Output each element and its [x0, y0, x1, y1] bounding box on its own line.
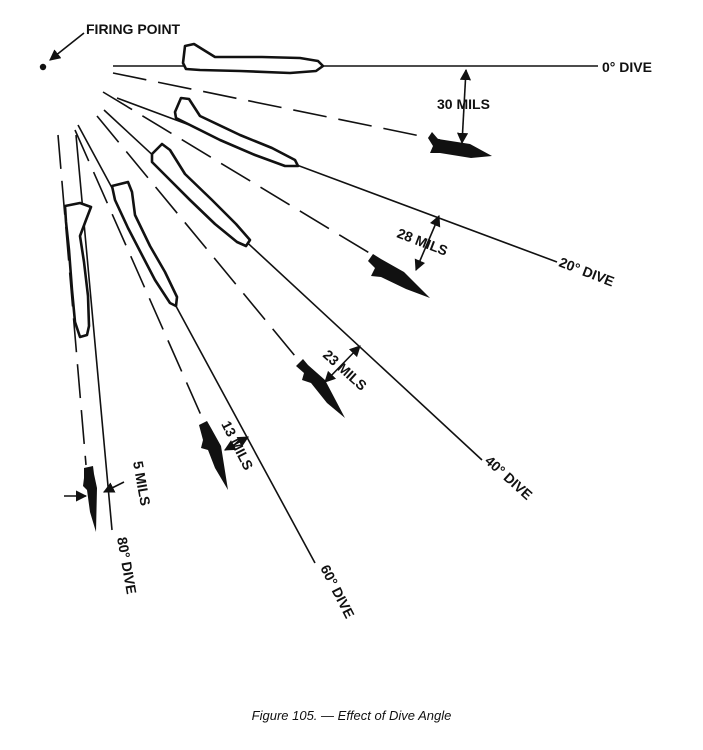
dive-40-group: 23 MILS 40° DIVE [96, 109, 536, 503]
dive-80-mils-arrow-right [102, 481, 125, 493]
dive-60-mils-arrow [224, 436, 249, 451]
dive-80-label: 80° DIVE [114, 536, 140, 596]
firing-point-marker [39, 63, 47, 71]
dive-80-line [75, 134, 113, 531]
dive-0-label: 0° DIVE [602, 59, 652, 75]
dive-0-group: 30 MILS 0° DIVE [112, 42, 652, 158]
dive-20-trajectory [102, 91, 377, 258]
dive-40-aircraft [150, 142, 252, 248]
dive-0-mils-label: 30 MILS [437, 96, 490, 112]
dive-0-rocket [428, 132, 492, 158]
dive-0-trajectory [112, 72, 441, 141]
dive-20-rocket [368, 254, 430, 298]
dive-60-label: 60° DIVE [317, 562, 357, 621]
dive-40-label: 40° DIVE [482, 452, 536, 503]
figure-caption: Figure 105. — Effect of Dive Angle [251, 708, 452, 723]
dive-80-rocket [83, 466, 97, 532]
dive-60-aircraft [110, 180, 179, 308]
dive-0-aircraft [181, 42, 325, 75]
firing-point-label: FIRING POINT [86, 21, 181, 37]
dive-80-trajectory [57, 134, 87, 466]
dive-60-rocket [199, 421, 228, 490]
dive-80-mils-label: 5 MILS [130, 460, 154, 507]
dive-40-rocket [296, 359, 345, 418]
dive-40-trajectory [96, 115, 301, 363]
dive-80-aircraft [63, 201, 93, 339]
dive-80-group: 5 MILS 80° DIVE [57, 134, 154, 596]
dive-0-mils-arrow [456, 68, 472, 145]
firing-point-pointer [49, 32, 85, 61]
dive-20-mils-arrow [414, 214, 441, 272]
dive-20-label: 20° DIVE [557, 254, 617, 290]
dive-60-trajectory [74, 129, 205, 423]
dive-20-aircraft [173, 96, 300, 168]
dive-40-mils-arrow [324, 345, 361, 383]
